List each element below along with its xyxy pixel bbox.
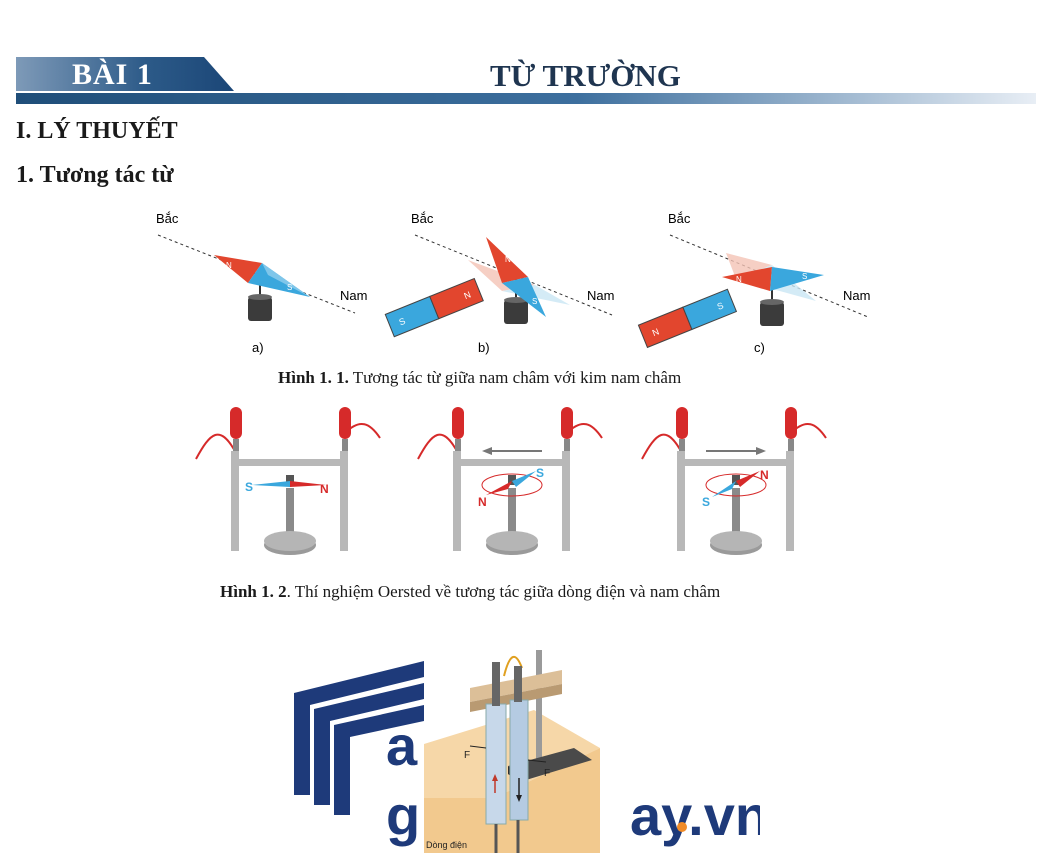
figure-1-1-panel-b: Bắc Nam S N N S b)	[384, 211, 614, 355]
figure-1-2: S N N S S N	[195, 406, 827, 556]
svg-text:N: N	[505, 255, 511, 264]
north-label: Bắc	[156, 211, 179, 226]
svg-text:N: N	[651, 326, 661, 338]
oersted-rig-current-left: N S	[417, 406, 603, 556]
figure-1-1-panel-c: Bắc Nam N S N S c)	[637, 211, 870, 355]
panel-label-c: c)	[754, 340, 765, 355]
figure-parallel-currents: F F Dòng điện	[424, 648, 600, 853]
watermark-logo: a g ay.vn	[294, 661, 760, 847]
oersted-rig-no-current: S N	[195, 406, 381, 556]
svg-text:S: S	[702, 495, 710, 509]
panel-label-a: a)	[252, 340, 264, 355]
watermark-a: a	[386, 714, 418, 777]
south-label: Nam	[340, 288, 367, 303]
svg-text:S: S	[716, 300, 725, 312]
svg-text:S: S	[245, 480, 253, 494]
lesson-title: TỪ TRƯỜNG	[490, 58, 681, 93]
oersted-rig-current-right: S N	[641, 406, 827, 556]
current-label: Dòng điện	[426, 840, 467, 850]
svg-text:N: N	[760, 468, 769, 482]
header-band	[16, 57, 1036, 104]
watermark-domain: ay.vn	[630, 784, 760, 847]
svg-text:S: S	[398, 316, 407, 328]
svg-text:N: N	[320, 482, 329, 496]
panel-label-b: b)	[478, 340, 490, 355]
lesson-tag: BÀI 1	[72, 58, 153, 91]
svg-text:N: N	[736, 275, 742, 284]
force-label-left: F	[464, 750, 470, 761]
svg-text:N: N	[478, 495, 487, 509]
force-label-right: F	[544, 768, 550, 779]
north-label: Bắc	[411, 211, 434, 226]
figure-1-2-caption: Hình 1. 2. Thí nghiệm Oersted về tương t…	[220, 582, 721, 601]
svg-text:S: S	[802, 272, 807, 281]
watermark-g: g	[386, 784, 420, 847]
svg-text:N: N	[462, 289, 472, 301]
figure-1-1-panel-a: Bắc Nam N S a)	[156, 211, 367, 355]
north-label: Bắc	[668, 211, 691, 226]
svg-text:S: S	[532, 297, 537, 306]
svg-text:S: S	[536, 466, 544, 480]
subsection-heading: 1. Tương tác từ	[16, 162, 174, 188]
south-label: Nam	[843, 288, 870, 303]
svg-text:S: S	[287, 283, 292, 292]
figure-1-1: Bắc Nam N S a) Bắc Nam S N N S b)	[156, 211, 870, 355]
south-label: Nam	[587, 288, 614, 303]
svg-text:N: N	[226, 261, 232, 270]
section-heading: I. LÝ THUYẾT	[16, 118, 178, 144]
figure-1-1-caption: Hình 1. 1. Tương tác từ giữa nam châm vớ…	[278, 368, 682, 387]
